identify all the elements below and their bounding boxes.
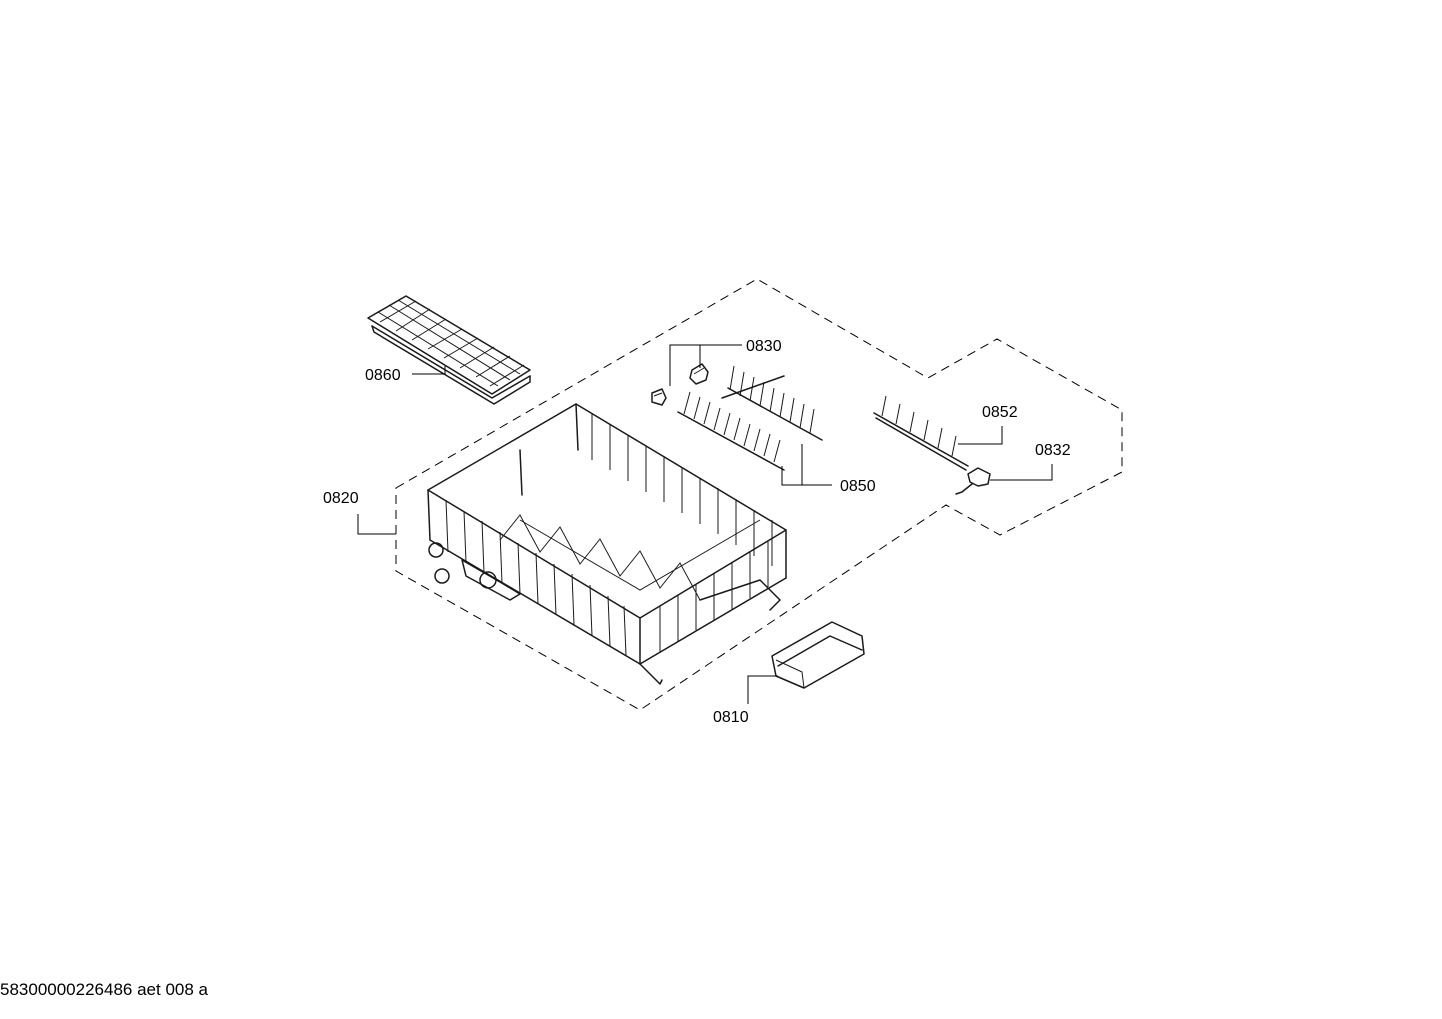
leader-line-0830 — [669, 344, 742, 386]
rack-strip-drawing — [873, 395, 969, 471]
part-label-0810: 0810 — [713, 709, 749, 726]
accessory-tray-drawing — [771, 621, 865, 689]
part-label-0860: 0860 — [365, 367, 401, 384]
part-label-0832: 0832 — [1035, 442, 1071, 459]
part-label-0850: 0850 — [840, 478, 876, 495]
clip-parts-drawing — [651, 363, 709, 406]
cutlery-tray-drawing — [367, 295, 531, 405]
part-label-0820: 0820 — [323, 490, 359, 507]
leader-line-0850 — [801, 444, 832, 486]
leader-line-0832 — [990, 464, 1053, 481]
document-code: 58300000226486 aet 008 a — [0, 980, 208, 999]
leader-line-0810 — [747, 675, 778, 704]
hinge-clip-drawing — [955, 467, 991, 495]
leader-line-0850-b — [781, 466, 802, 486]
upper-basket-drawing — [427, 403, 787, 685]
assembly-boundary — [395, 278, 1123, 711]
tine-rack-drawing — [677, 365, 823, 471]
leader-line-0820 — [357, 514, 396, 535]
leader-line-0852 — [958, 426, 1003, 445]
leader-line-0860 — [412, 366, 446, 375]
part-label-0852: 0852 — [982, 404, 1018, 421]
part-label-0830: 0830 — [746, 338, 782, 355]
